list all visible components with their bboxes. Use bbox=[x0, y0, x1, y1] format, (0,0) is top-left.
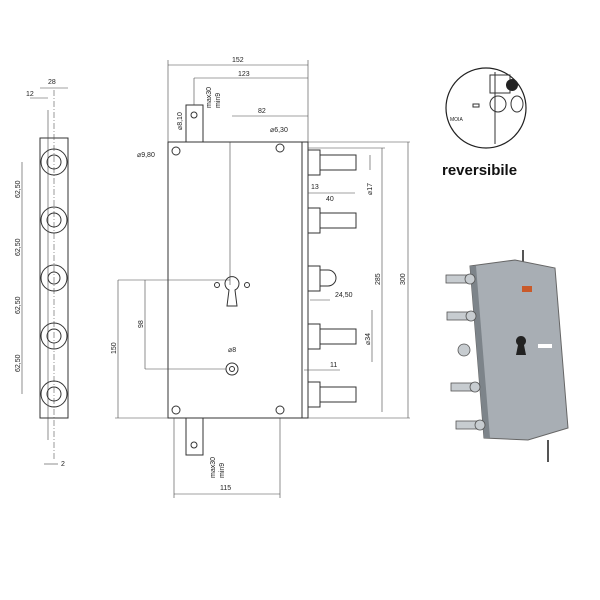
dim-spindle: ⌀8 bbox=[228, 347, 236, 354]
dim-max-bottom: max30 bbox=[210, 457, 217, 478]
dim-min-top: min9 bbox=[215, 93, 222, 108]
dim-width-115: 115 bbox=[220, 485, 231, 492]
front-view: 152 123 82 ⌀8,10 max30 min9 ⌀6,30 ⌀9,80 … bbox=[111, 57, 410, 498]
dim-height-98: 98 bbox=[138, 320, 145, 328]
spindle bbox=[225, 362, 239, 376]
top-tab bbox=[185, 104, 204, 143]
dim-bolt-11: 11 bbox=[330, 362, 337, 369]
bolts bbox=[307, 149, 357, 408]
dim-side-width: 28 bbox=[48, 79, 56, 86]
dim-bolt-diameter-34: ⌀34 bbox=[365, 333, 372, 345]
dim-height-285: 285 bbox=[375, 273, 382, 285]
inset-logo: MOIA bbox=[450, 117, 463, 123]
dim-width-82: 82 bbox=[258, 108, 266, 115]
lock-photo bbox=[445, 250, 569, 462]
dim-height-300: 300 bbox=[400, 273, 407, 285]
dim-hole-corner: ⌀9,80 bbox=[137, 152, 155, 159]
dim-width-total: 152 bbox=[232, 57, 244, 64]
dim-width-123: 123 bbox=[238, 71, 250, 78]
dim-bolt-length: 40 bbox=[326, 196, 334, 203]
dim-max-top: max30 bbox=[206, 87, 213, 108]
dim-min-bottom: min9 bbox=[219, 463, 226, 478]
bottom-tab bbox=[185, 417, 204, 456]
dim-side-bottom: 2 bbox=[61, 461, 65, 468]
dim-hole-top-tab: ⌀8,10 bbox=[177, 112, 184, 130]
reversible-inset: MOIA reversibile bbox=[442, 67, 527, 179]
dim-side-offset: 12 bbox=[26, 91, 34, 98]
dim-pitch-4: 62,50 bbox=[15, 354, 22, 372]
reversible-label: reversibile bbox=[442, 162, 517, 179]
dim-bolt-offset: 13 bbox=[311, 184, 319, 191]
dim-pitch-2: 62,50 bbox=[15, 238, 22, 256]
dim-pitch-1: 62,50 bbox=[15, 180, 22, 198]
cylinder-hole bbox=[224, 276, 240, 307]
dim-height-150: 150 bbox=[111, 342, 118, 354]
side-bolts bbox=[40, 148, 68, 408]
dim-bolt-diameter: ⌀17 bbox=[367, 183, 374, 195]
side-view: 28 12 62,50 62,50 62,50 62,50 2 bbox=[15, 79, 69, 468]
dim-pitch-3: 62,50 bbox=[15, 296, 22, 314]
dim-hole-top: ⌀6,30 bbox=[270, 127, 288, 134]
dim-latch-length: 24,50 bbox=[335, 292, 353, 299]
